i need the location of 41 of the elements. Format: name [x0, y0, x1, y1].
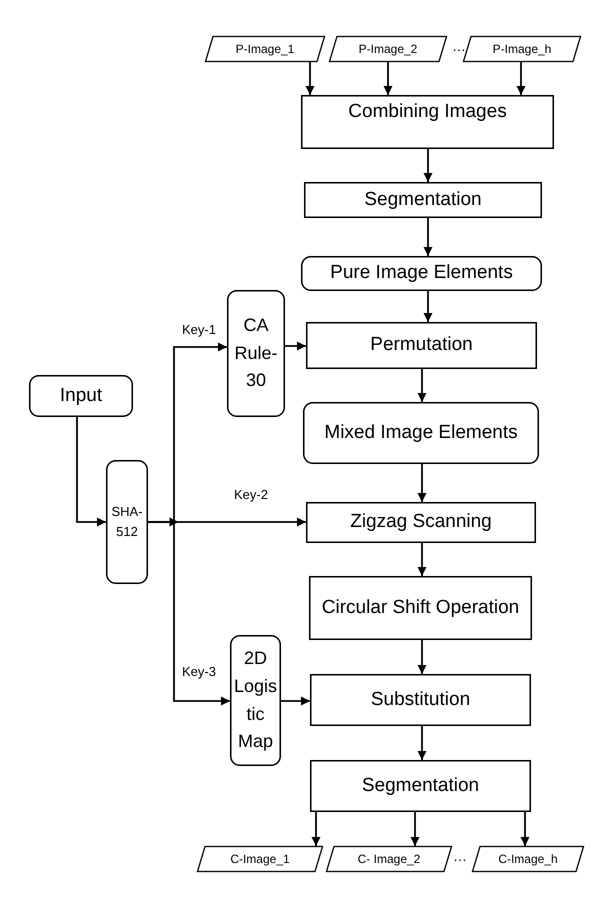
- arrow: [384, 62, 392, 95]
- edge-label: Key-1: [180, 322, 218, 337]
- rounded-process-box: Pure Image Elements: [301, 256, 542, 291]
- arrow: [516, 62, 526, 95]
- arrow: [418, 543, 426, 576]
- arrow: [410, 812, 420, 846]
- io-parallelogram: P-Image_2: [329, 36, 447, 62]
- rounded-process-box: 2D Logis tic Map: [230, 635, 281, 766]
- process-box: Substitution: [310, 674, 531, 726]
- arrow: [148, 521, 230, 706]
- arrow: [520, 812, 530, 846]
- io-parallelogram: C-Image_h: [472, 846, 584, 872]
- arrow: [418, 369, 426, 402]
- process-box: Circular Shift Operation: [309, 576, 532, 640]
- arrow: [306, 62, 314, 95]
- rounded-process-box: Input: [29, 375, 133, 417]
- rounded-process-box: SHA- 512: [106, 460, 148, 584]
- arrow: [424, 291, 432, 322]
- io-parallelogram: P-Image_h: [463, 36, 581, 62]
- arrow: [76, 417, 106, 526]
- edge-label: Key-2: [232, 487, 270, 502]
- process-box: Combining Images: [301, 95, 554, 149]
- arrow: [418, 464, 426, 502]
- arrow: [285, 342, 306, 350]
- arrow: [424, 149, 432, 182]
- process-box: Segmentation: [304, 182, 542, 218]
- edge-label: Key-3: [180, 664, 218, 679]
- io-parallelogram: C-Image_1: [197, 846, 323, 872]
- arrow: [418, 640, 426, 674]
- arrow: [424, 218, 432, 256]
- arrow: [418, 726, 426, 760]
- rounded-process-box: CA Rule- 30: [227, 290, 285, 417]
- arrow: [312, 812, 320, 846]
- arrow: [281, 696, 310, 706]
- io-parallelogram: C- Image_2: [326, 846, 452, 872]
- process-box: Segmentation: [310, 760, 531, 812]
- rounded-process-box: Mixed Image Elements: [303, 402, 539, 464]
- ellipsis-mark: …: [452, 848, 468, 864]
- process-box: Zigzag Scanning: [306, 502, 536, 543]
- io-parallelogram: P-Image_1: [205, 36, 325, 62]
- process-box: Permutation: [306, 322, 537, 369]
